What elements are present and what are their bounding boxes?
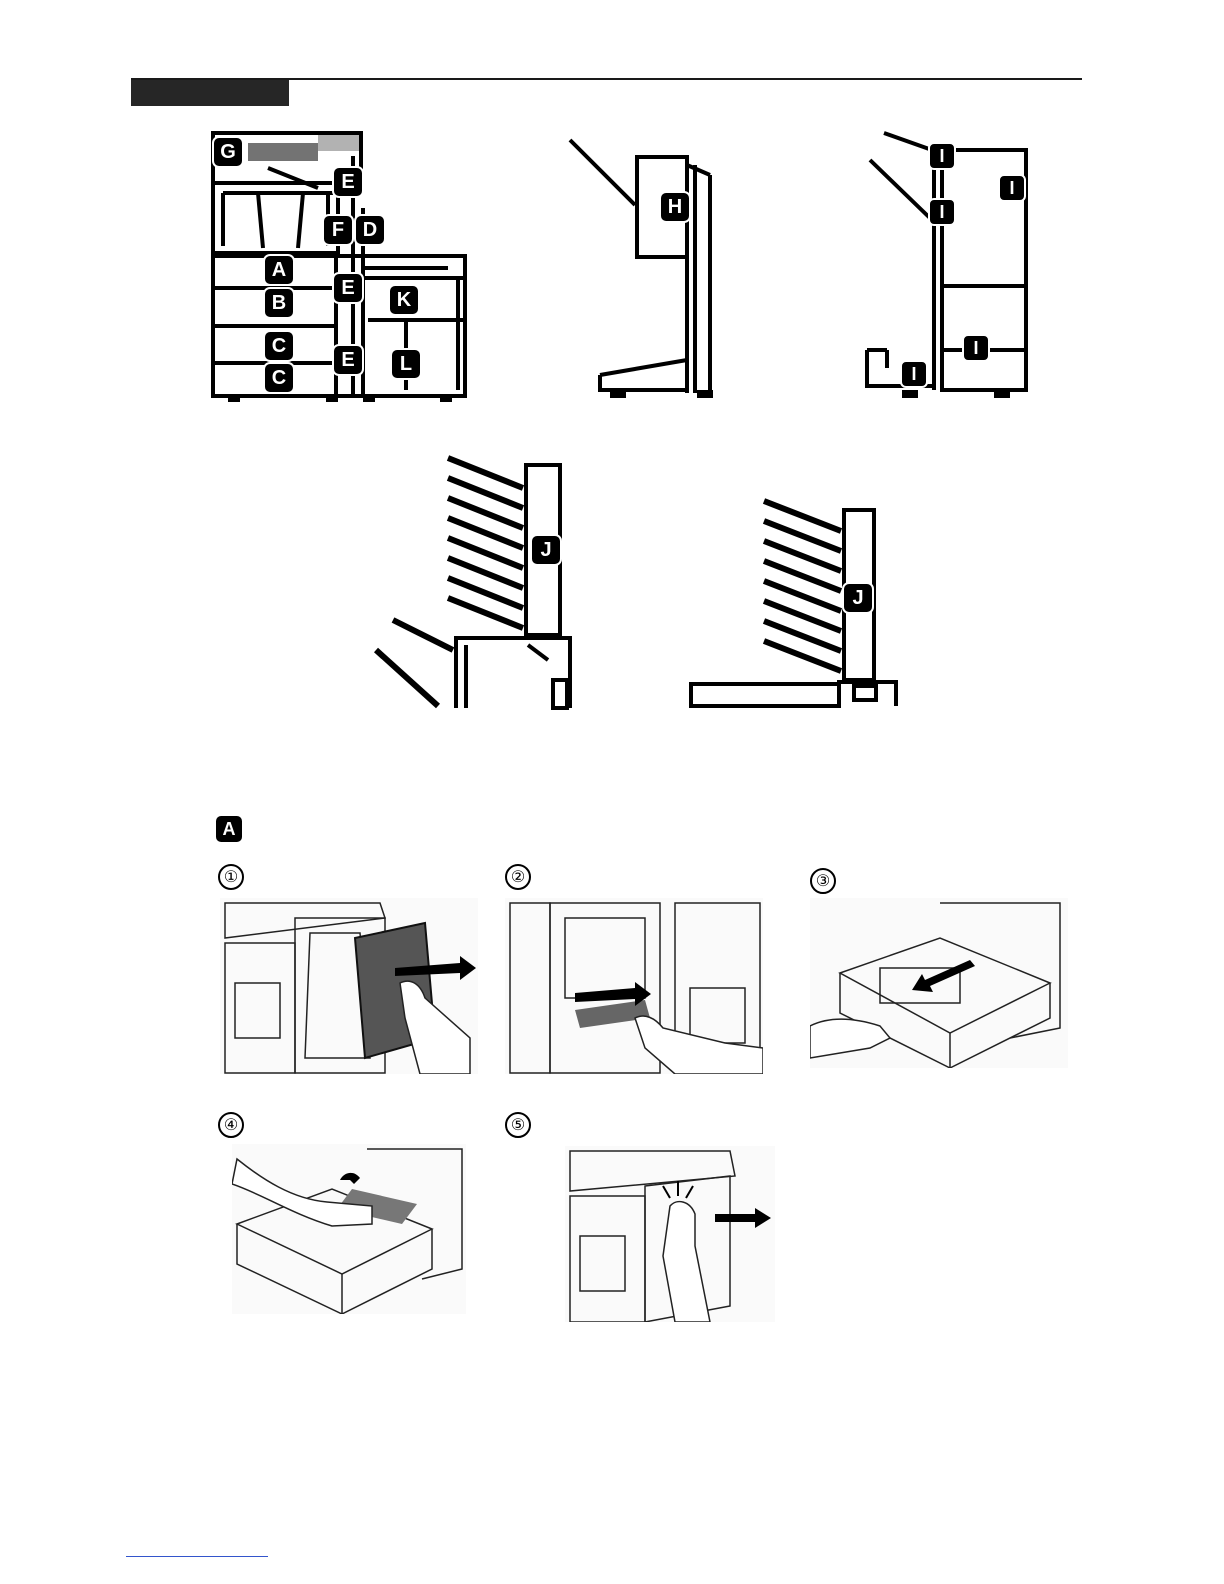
sorter-j-diagram-left: J <box>368 450 578 710</box>
label-k: K <box>397 289 411 312</box>
sorter-j-diagram-right: J <box>686 496 901 710</box>
step-5-number: ⑤ <box>505 1112 531 1138</box>
footer-rule <box>126 1556 268 1557</box>
label-h: H <box>668 196 682 219</box>
label-e-mid: E <box>341 277 354 300</box>
label-l: L <box>400 353 412 376</box>
label-g: G <box>220 141 236 164</box>
step-2-illustration <box>505 898 763 1074</box>
label-i-3: I <box>939 202 944 223</box>
label-f: F <box>332 219 344 242</box>
label-c-lower: C <box>272 367 286 390</box>
step-3-number: ③ <box>810 868 836 894</box>
step-4-illustration <box>232 1144 466 1314</box>
label-j-right: J <box>852 587 863 610</box>
label-d: D <box>363 219 377 242</box>
finisher-i-diagram: I I I I I <box>862 128 1034 404</box>
label-i-4: I <box>973 338 978 359</box>
label-c-upper: C <box>272 335 286 358</box>
step-1-number: ① <box>218 864 244 890</box>
label-j-left: J <box>540 539 551 562</box>
step-3-illustration <box>810 898 1068 1068</box>
label-i-1: I <box>939 146 944 167</box>
finisher-h-drawing <box>565 135 730 405</box>
label-b: B <box>272 292 286 315</box>
section-tab <box>131 80 289 106</box>
step-5-illustration <box>565 1146 775 1322</box>
label-i-5: I <box>911 364 916 385</box>
main-unit-diagram: G E F D A E B K C E L C <box>208 128 473 404</box>
step-1-illustration <box>220 898 478 1074</box>
label-a: A <box>272 259 286 282</box>
label-i-2: I <box>1009 178 1014 199</box>
label-e-top: E <box>341 171 354 194</box>
label-e-bottom: E <box>341 349 354 372</box>
section-label-a: A <box>216 816 242 842</box>
step-2-number: ② <box>505 864 531 890</box>
finisher-h-diagram: H <box>565 135 730 405</box>
step-4-number: ④ <box>218 1112 244 1138</box>
sorter-j-left-drawing <box>368 450 578 710</box>
